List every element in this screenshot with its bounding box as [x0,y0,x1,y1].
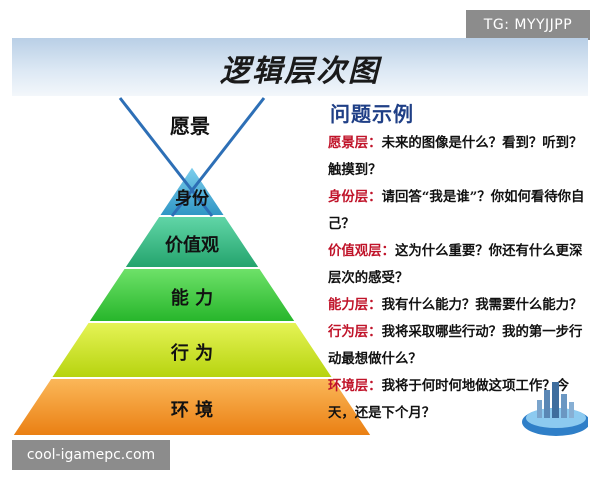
question-text: 我将于何时何地做这项工作？今天，还是下个月？ [328,378,570,421]
watermark-bottom-left: cool-igamepc.com [12,440,170,470]
diagram-title: 逻辑层次图 [220,54,380,89]
pyramid-layer-label: 身份 [175,189,209,210]
diagram-frame: 逻辑层次图 愿景 身份价值观能 力行 为环 境 问题示例 愿 [12,38,588,438]
question-item: 行为层：我将采取哪些行动？我的第一步行动最想做什么？ [328,319,588,373]
pyramid-layer [12,377,374,437]
pyramid-layer-label: 环 境 [170,399,214,421]
question-label: 能力层： [328,297,382,313]
question-item: 环境层：我将于何时何地做这项工作？今天，还是下个月？ [328,373,588,427]
question-item: 愿景层：未来的图像是什么？看到？听到？触摸到？ [328,130,588,184]
question-label: 愿景层： [328,135,382,151]
question-label: 价值观层： [328,243,395,259]
question-label: 身份层： [328,189,382,205]
pyramid-layer-label: 价值观 [165,234,219,256]
question-label: 环境层： [328,378,382,394]
question-text: 请回答“我是谁”？你如何看待你自己？ [328,189,585,232]
vision-line-right [170,97,266,217]
title-band [12,38,588,96]
vision-line-left [118,97,214,217]
question-text: 我将采取哪些行动？我的第一步行动最想做什么？ [328,324,583,367]
question-item: 价值观层：这为什么重要？你还有什么更深层次的感受？ [328,238,588,292]
question-text: 这为什么重要？你还有什么更深层次的感受？ [328,243,583,286]
pyramid-layer-label: 能 力 [170,287,214,309]
pyramid-diagram [12,97,374,437]
vision-label: 愿景 [170,114,210,138]
question-item: 能力层：我有什么能力？我需要什么能力？ [328,292,588,319]
question-text: 我有什么能力？我需要什么能力？ [381,297,583,313]
city-globe-illustration [522,382,588,436]
question-item: 身份层：请回答“我是谁”？你如何看待你自己？ [328,184,588,238]
watermark-top-right: TG: MYYJJPP [466,10,590,40]
panel-heading: 问题示例 [330,102,414,126]
pyramid-layer-label: 行 为 [170,342,214,364]
question-label: 行为层： [328,324,382,340]
question-text: 未来的图像是什么？看到？听到？触摸到？ [328,135,583,178]
question-list: 愿景层：未来的图像是什么？看到？听到？触摸到？ 身份层：请回答“我是谁”？你如何… [328,130,588,427]
